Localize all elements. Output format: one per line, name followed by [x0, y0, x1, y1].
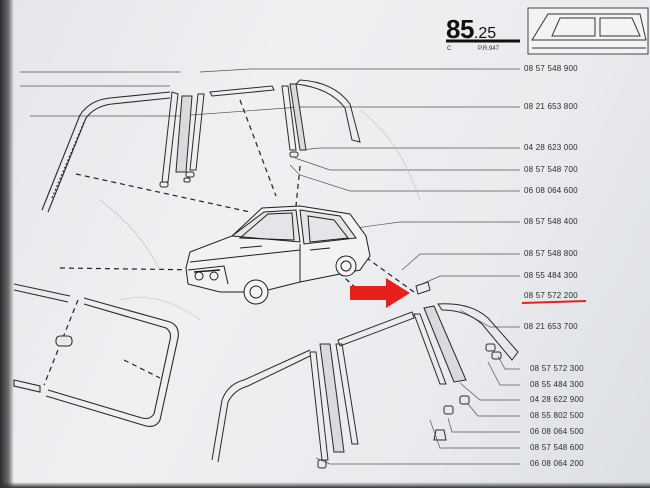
part-ref: 08 21 653 700 [524, 322, 578, 331]
part-ref: 08 57 548 400 [524, 217, 578, 226]
lower-left-frame [13, 283, 179, 427]
page-bottom-shadow [0, 482, 650, 488]
part-ref: 08 21 653 800 [524, 102, 578, 111]
part-ref: 08 57 572 300 [530, 364, 584, 373]
part-ref: 08 57 548 900 [524, 64, 578, 73]
part-ref: 08 55 484 300 [524, 271, 578, 280]
upper-strips [159, 91, 205, 188]
part-ref: 08 57 548 700 [524, 165, 578, 174]
part-ref: 06 08 064 600 [524, 186, 578, 195]
page-number: 85.25 [446, 14, 496, 45]
page-edge-shadow [0, 0, 14, 488]
part-ref: 08 57 548 600 [530, 443, 584, 452]
part-ref: 08 57 548 800 [524, 249, 578, 258]
upper-right-pillar [281, 79, 361, 158]
part-ref: 04 28 623 000 [524, 143, 578, 152]
page-number-major: 85 [446, 14, 474, 44]
c-mark: C [447, 46, 452, 52]
upper-left-frame [41, 91, 171, 213]
pr-code: P.R.947 [478, 46, 499, 52]
car-illustration [185, 205, 371, 305]
leader-lines [20, 68, 520, 465]
roof-rail-strip [209, 85, 275, 97]
background-bleed [99, 109, 421, 321]
part-ref-highlighted: 08 57 572 200 [524, 291, 578, 300]
lower-right-door-parts [211, 281, 519, 469]
thumbnail-car-icon [527, 7, 649, 55]
part-ref: 04 28 622 900 [530, 395, 584, 404]
part-ref: 08 55 802 500 [530, 411, 584, 420]
part-ref: 06 08 064 200 [530, 459, 584, 468]
highlight-arrow-icon [350, 278, 410, 308]
highlight-underline [521, 300, 587, 304]
page-number-minor: .25 [473, 25, 497, 42]
part-ref: 08 55 484 300 [530, 380, 584, 389]
part-ref: 06 08 064 500 [530, 427, 584, 436]
